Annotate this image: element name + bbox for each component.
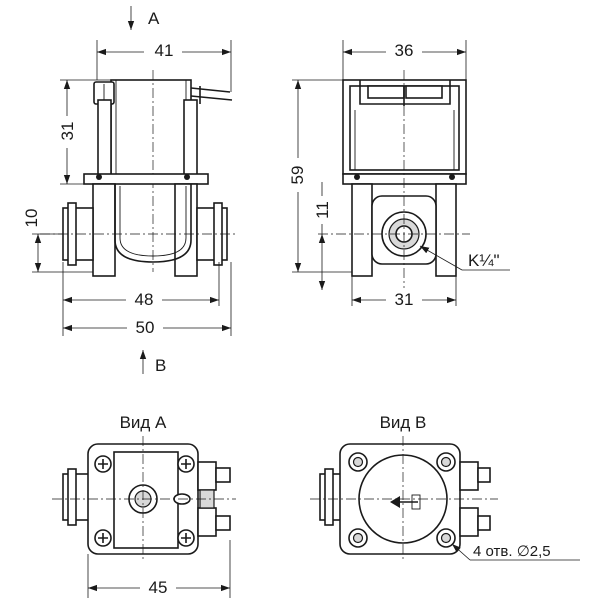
side-leg-right [435, 183, 457, 277]
view-a-terminal-top [197, 461, 217, 491]
view-b-mounting-holes [348, 452, 456, 548]
view-a-port-left [62, 473, 92, 521]
side-base-plate [342, 173, 467, 185]
dim-front-width-48: 48 [62, 262, 220, 309]
holes-callout: 4 отв. ∅2,5 [451, 543, 580, 561]
view-b-port-left-flange [324, 468, 334, 526]
dim-side-base-31: 31 [351, 276, 457, 309]
view-arrow-b-label: B [155, 356, 166, 375]
dim-front-offset-10: 10 [22, 209, 93, 273]
dim-front-height-31-label: 31 [58, 122, 77, 141]
view-b-terminal-bottom [459, 507, 479, 537]
dim-side-base-31-label: 31 [395, 290, 414, 309]
view-b-terminal-top [459, 461, 479, 491]
dim-front-width-48-label: 48 [135, 290, 154, 309]
coil-body [110, 79, 192, 177]
dim-side-height-59-label: 59 [288, 166, 307, 185]
dim-front-top-41-label: 41 [155, 41, 174, 60]
dim-side-top-36: 36 [342, 40, 467, 80]
dim-side-top-36-label: 36 [395, 41, 414, 60]
view-arrow-b: B [139, 350, 166, 375]
dim-side-offset-11: 11 [311, 182, 335, 290]
view-b: Вид В 4 отв. ∅2,5 [310, 413, 580, 562]
frame-rail-left [97, 99, 112, 179]
view-a-terminal-bottom [197, 507, 217, 537]
dim-side-height-59: 59 [285, 79, 352, 273]
thread-callout-label: K¼" [468, 251, 500, 270]
flow-arrow-icon [390, 494, 421, 510]
view-a-title: Вид А [120, 413, 167, 432]
view-arrow-a: A [127, 6, 160, 30]
dim-front-top-41: 41 [96, 40, 232, 92]
view-a: Вид А 45 [52, 413, 236, 598]
view-arrow-a-label: A [148, 9, 160, 28]
dim-view-a-width-45: 45 [87, 540, 231, 598]
side-view: 36 59 [285, 40, 510, 309]
dim-view-a-width-45-label: 45 [149, 578, 168, 597]
thread-callout: K¼" [419, 245, 510, 271]
dim-front-width-50: 50 [62, 262, 232, 337]
dim-front-width-50-label: 50 [136, 318, 155, 337]
frame-rail-right [183, 99, 198, 179]
dim-front-height-31: 31 [55, 79, 111, 185]
valve-leg-left [92, 183, 116, 277]
view-b-title: Вид В [380, 413, 427, 432]
holes-callout-label: 4 отв. ∅2,5 [473, 543, 551, 560]
bracket-plate [83, 173, 209, 185]
front-view: A 41 [22, 6, 236, 375]
dim-side-offset-11-label: 11 [313, 201, 332, 219]
dim-front-offset-10-label: 10 [22, 209, 41, 228]
side-leg-left [351, 183, 373, 277]
view-a-port-left-flange [67, 468, 77, 526]
